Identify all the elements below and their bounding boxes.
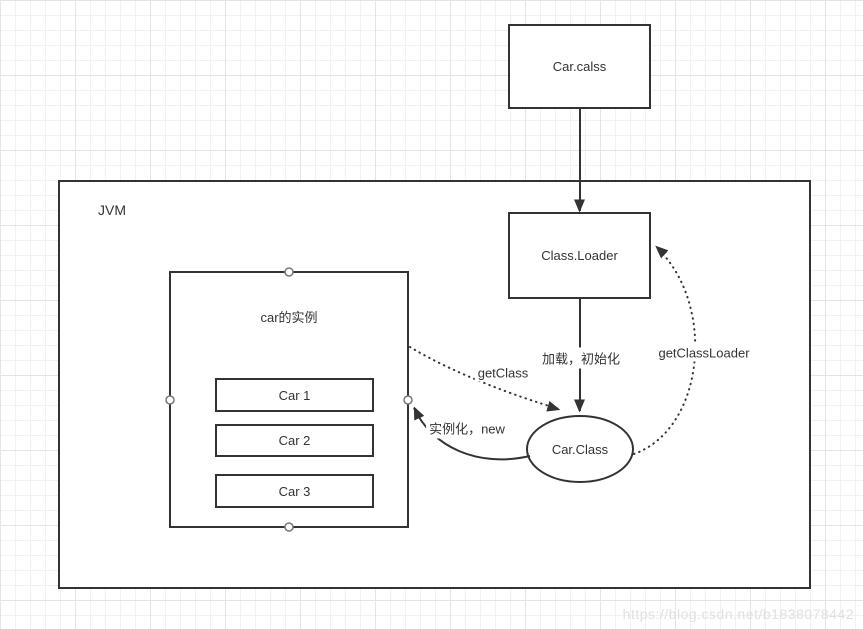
car2-box (215, 424, 374, 457)
arrow-instantiate (413, 406, 531, 461)
class-loader-box (508, 212, 651, 299)
car-class-file-box (508, 24, 651, 109)
car1-box (215, 378, 374, 412)
car-class-ellipse (526, 415, 634, 483)
watermark: https://blog.csdn.net/b1838078442 (622, 606, 854, 622)
connection-point-left (165, 395, 175, 405)
jvm-label: JVM (98, 202, 126, 218)
connection-point-bottom (284, 522, 294, 532)
car3-box (215, 474, 374, 508)
connection-point-right (403, 395, 413, 405)
arrow-get-class (409, 346, 561, 412)
connection-point-top (284, 267, 294, 277)
